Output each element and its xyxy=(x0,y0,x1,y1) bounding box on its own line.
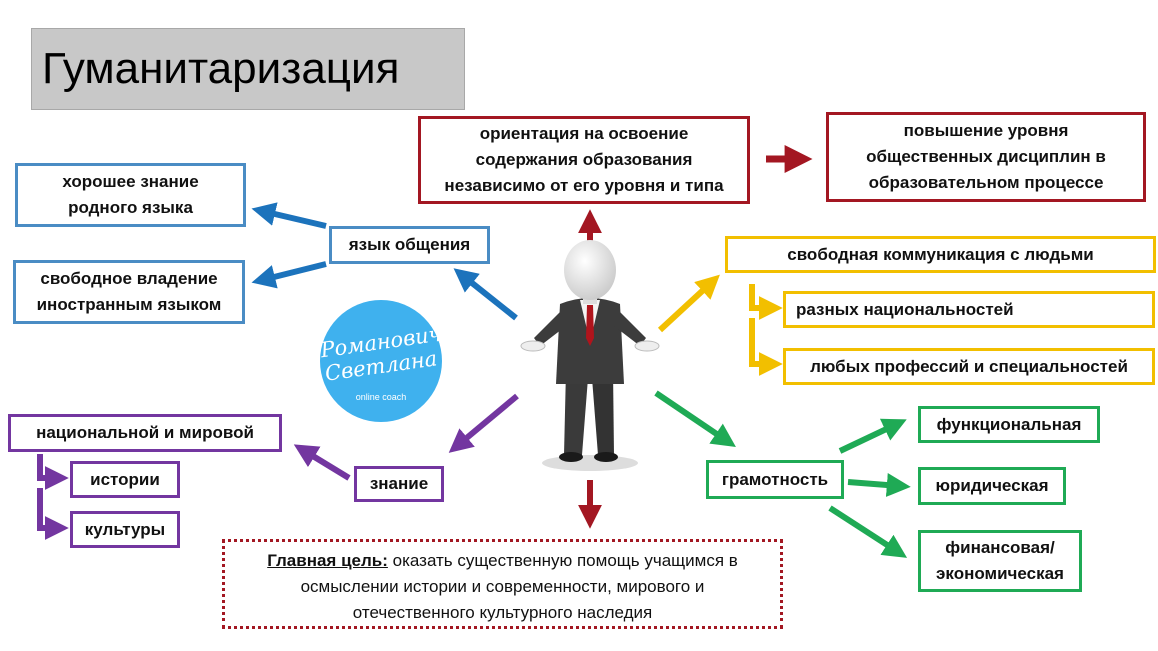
node-financial-line-1: финансовая/ xyxy=(945,538,1055,557)
coach-logo: Романович Светлана online coach xyxy=(319,300,443,422)
node-foreign-language-line-1: свободное владение xyxy=(40,269,218,288)
arrow-lang-to-foreign xyxy=(251,261,327,289)
node-professions: любых профессий и специальностей xyxy=(783,348,1155,385)
arrow-center-to-literacy xyxy=(654,390,736,448)
node-native-language-line-2: родного языка xyxy=(68,198,193,217)
node-increase-line-1: повышение уровня xyxy=(903,121,1069,140)
node-language-communication: язык общения xyxy=(329,226,490,264)
node-legal: юридическая xyxy=(918,467,1066,505)
node-functional: функциональная xyxy=(918,406,1100,443)
connector-nationalities xyxy=(749,284,783,320)
node-free-communication: свободная коммуникация с людьми xyxy=(725,236,1156,273)
node-financial-line-2: экономическая xyxy=(936,564,1064,583)
node-financial: финансовая/ экономическая xyxy=(918,530,1082,592)
node-increase-line-3: образовательном процессе xyxy=(868,173,1104,192)
node-foreign-language-line-2: иностранным языком xyxy=(36,295,222,314)
businessman-figure xyxy=(520,240,660,471)
node-native-language: хорошее знание родного языка xyxy=(15,163,246,227)
node-native-language-line-1: хорошее знание xyxy=(62,172,199,191)
logo-caption: online coach xyxy=(355,392,407,402)
arrow-literacy-to-legal xyxy=(847,473,911,497)
arrow-center-to-lang xyxy=(453,268,518,321)
main-goal-line-1: Главная цель: оказать существенную помощ… xyxy=(225,548,780,574)
node-orientation-line-2: содержания образования xyxy=(475,150,693,169)
main-goal-label: Главная цель: xyxy=(267,551,388,570)
connector-history xyxy=(37,454,69,490)
page-title: Гуманитаризация xyxy=(31,28,465,110)
arrow-literacy-to-functional xyxy=(838,418,907,454)
main-goal-line-2: осмыслении истории и современности, миро… xyxy=(300,577,705,596)
connector-culture xyxy=(37,488,69,540)
node-history: истории xyxy=(70,461,180,498)
node-increase-line-2: общественных дисциплин в xyxy=(866,147,1106,166)
connector-professions xyxy=(749,318,783,376)
node-orientation-line-1: ориентация на освоение xyxy=(479,124,689,143)
node-increase: повышение уровня общественных дисциплин … xyxy=(826,112,1146,202)
main-goal-text-1: оказать существенную помощь учащимся в xyxy=(387,551,738,570)
arrow-literacy-to-financial xyxy=(828,505,908,558)
node-knowledge: знание xyxy=(354,466,444,502)
node-national-world: национальной и мировой xyxy=(8,414,282,452)
arrow-knowledge-to-national xyxy=(293,444,351,481)
node-orientation-line-3: независимо от его уровня и типа xyxy=(444,176,724,195)
main-goal-line-3: отечественного культурного наследия xyxy=(352,603,653,622)
node-culture: культуры xyxy=(70,511,180,548)
node-nationalities: разных национальностей xyxy=(783,291,1155,328)
node-literacy: грамотность xyxy=(706,460,844,499)
arrow-lang-to-native xyxy=(251,202,327,229)
arrow-center-to-communication xyxy=(657,274,720,333)
main-goal-box: Главная цель: оказать существенную помощ… xyxy=(222,539,783,629)
arrow-center-to-knowledge xyxy=(448,393,519,453)
node-foreign-language: свободное владение иностранным языком xyxy=(13,260,245,324)
node-orientation: ориентация на освоение содержания образо… xyxy=(418,116,750,204)
